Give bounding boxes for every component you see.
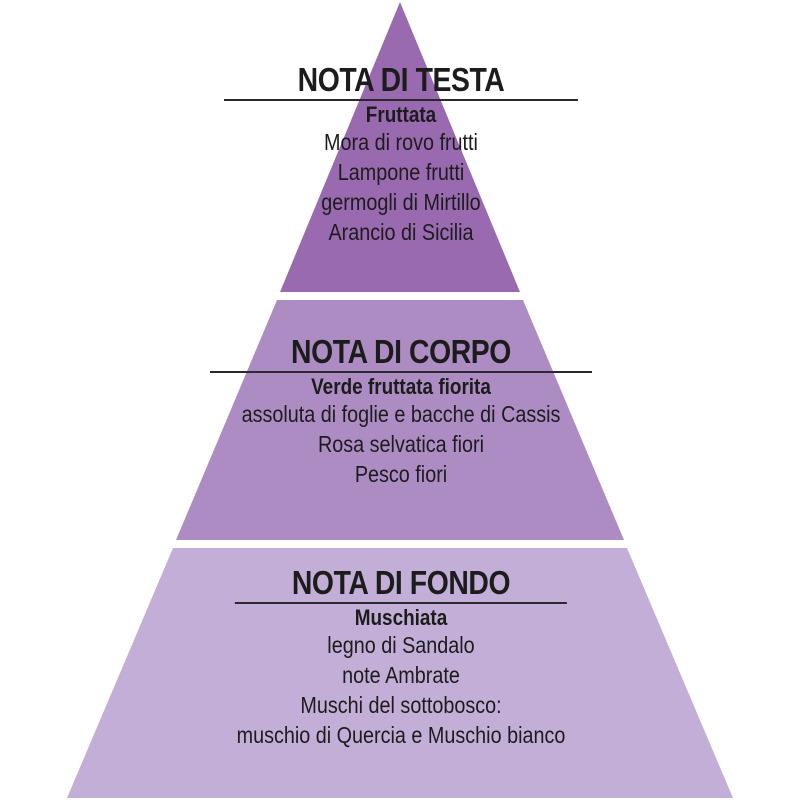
tier-top-subtitle: Fruttata <box>365 102 437 127</box>
tier-middle-shape <box>176 300 624 540</box>
note-line: Arancio di Sicilia <box>328 219 474 245</box>
note-line: note Ambrate <box>342 662 460 688</box>
note-line: Muschi del sottobosco: <box>300 692 502 718</box>
tier-middle-divider <box>210 371 592 373</box>
note-line: legno di Sandalo <box>327 632 475 658</box>
tier-bottom-shape <box>67 548 733 798</box>
tier-top-title: NOTA DI TESTA <box>297 61 505 98</box>
tier-bottom-subtitle: Muschiata <box>354 605 448 630</box>
tier-bottom-divider <box>235 602 567 604</box>
note-line: Rosa selvatica fiori <box>317 431 485 457</box>
tier-top-notes: Mora di rovo frutti Lampone frutti germo… <box>249 127 553 247</box>
tier-bottom-notes: legno di Sandalo note Ambrate Muschi del… <box>237 630 566 750</box>
tier-top-shape <box>280 2 520 292</box>
note-line: Lampone frutti <box>337 159 465 185</box>
tier-middle-notes: assoluta di foglie e bacche di Cassis Ro… <box>237 399 566 489</box>
tier-middle-subtitle: Verde fruttata fiorita <box>311 374 491 399</box>
tier-top-divider <box>224 99 578 101</box>
tier-bottom: NOTA DI FONDO Muschiata legno di Sandalo… <box>210 565 592 750</box>
tier-middle: NOTA DI CORPO Verde fruttata fiorita ass… <box>210 334 592 489</box>
tier-bottom-title: NOTA DI FONDO <box>291 564 511 601</box>
note-line: muschio di Quercia e Muschio bianco <box>236 722 566 748</box>
tier-top: NOTA DI TESTA Fruttata Mora di rovo frut… <box>224 62 578 247</box>
note-line: Pesco fiori <box>354 461 448 487</box>
note-line: assoluta di foglie e bacche di Cassis <box>241 401 561 427</box>
tier-middle-title: NOTA DI CORPO <box>291 333 511 370</box>
note-line: Mora di rovo frutti <box>324 129 478 155</box>
note-line: germogli di Mirtillo <box>321 189 481 215</box>
